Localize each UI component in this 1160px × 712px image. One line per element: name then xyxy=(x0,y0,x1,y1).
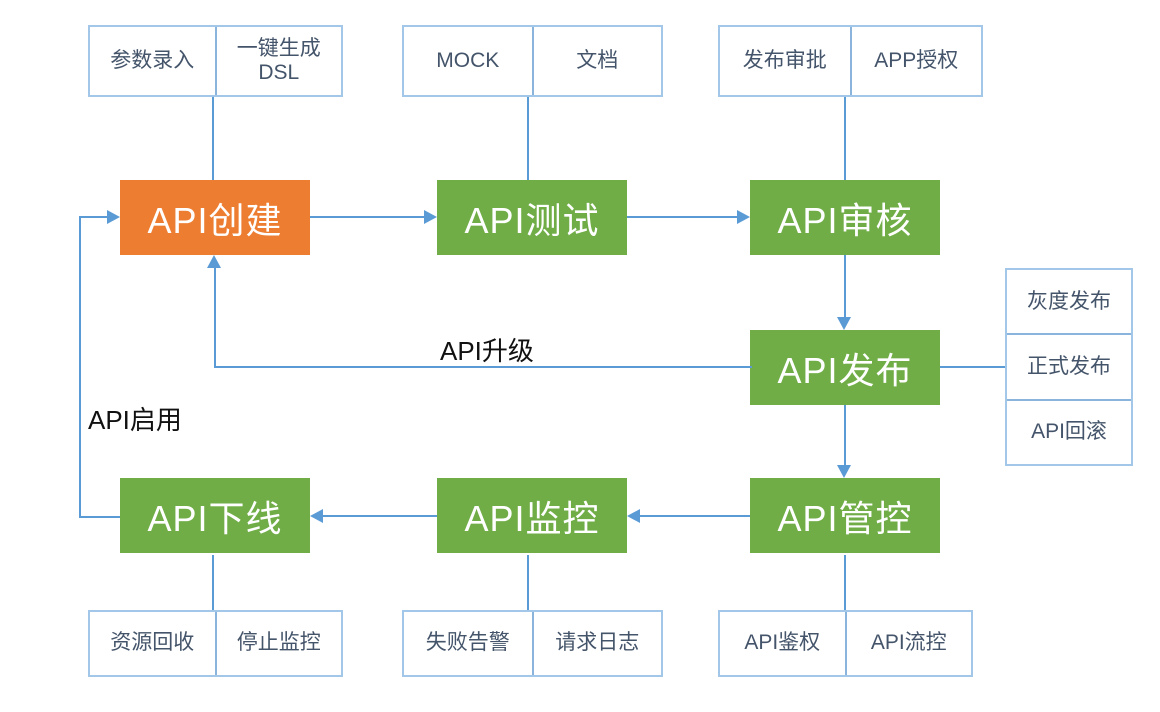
feature-box-review: 发布审批 APP授权 xyxy=(718,25,983,97)
node-api-offline: API下线 xyxy=(120,478,310,553)
arrowhead-into-control xyxy=(837,465,851,478)
connector-reviewbox-review xyxy=(844,97,846,180)
label-api-upgrade: API升级 xyxy=(440,336,534,366)
feature-cell-resource-recycle: 资源回收 xyxy=(90,612,215,675)
feature-cell-request-log: 请求日志 xyxy=(531,612,662,675)
connector-create-test xyxy=(310,216,424,218)
connector-test-review xyxy=(627,216,737,218)
connector-monitor-monitorbox xyxy=(527,555,529,610)
feature-cell-fail-alert: 失败告警 xyxy=(404,612,532,675)
feature-cell-api-rollback: API回滚 xyxy=(1007,398,1131,464)
feature-label: 资源回收 xyxy=(110,631,195,655)
feature-cell-stop-monitor: 停止监控 xyxy=(214,612,342,675)
feature-label: 正式发布 xyxy=(1027,354,1111,378)
feature-label: MOCK xyxy=(436,48,500,72)
feature-cell-one-click-dsl: 一键生成 DSL xyxy=(214,27,342,95)
feature-label: APP授权 xyxy=(874,48,959,72)
arrowhead-enable-into-create xyxy=(107,210,120,224)
node-api-review: API审核 xyxy=(750,180,940,255)
arrowhead-into-publish xyxy=(837,317,851,330)
feature-cell-formal-release: 正式发布 xyxy=(1007,333,1131,398)
feature-cell-gray-release: 灰度发布 xyxy=(1007,270,1131,333)
connector-control-controlbox xyxy=(844,555,846,610)
feature-label: API流控 xyxy=(870,631,947,655)
connector-testbox-test xyxy=(527,97,529,180)
feature-label: 失败告警 xyxy=(425,631,510,655)
arrowhead-into-review xyxy=(737,210,750,224)
feature-box-offline: 资源回收 停止监控 xyxy=(88,610,343,677)
feature-cell-app-auth: APP授权 xyxy=(849,27,982,95)
arrowhead-into-test xyxy=(424,210,437,224)
feature-cell-api-flow-control: API流控 xyxy=(844,612,972,675)
feature-label: 一键生成 xyxy=(236,36,321,60)
feature-box-test: MOCK 文档 xyxy=(402,25,663,97)
connector-review-publish xyxy=(844,255,846,317)
connector-publish-modes xyxy=(940,366,1005,368)
connector-enable-top xyxy=(79,216,107,218)
node-api-monitor: API监控 xyxy=(437,478,627,553)
feature-label: 灰度发布 xyxy=(1027,289,1111,313)
connector-enable-vertical xyxy=(79,216,81,518)
feature-label: API鉴权 xyxy=(744,631,821,655)
feature-cell-param-entry: 参数录入 xyxy=(90,27,215,95)
feature-cell-publish-approval: 发布审批 xyxy=(720,27,850,95)
feature-cell-doc: 文档 xyxy=(531,27,662,95)
feature-label: 参数录入 xyxy=(110,48,195,72)
connector-offline-offlinebox xyxy=(212,555,214,610)
feature-box-monitor: 失败告警 请求日志 xyxy=(402,610,663,677)
arrowhead-into-monitor xyxy=(627,509,640,523)
connector-upgrade-vertical xyxy=(214,268,216,368)
feature-box-publish-modes: 灰度发布 正式发布 API回滚 xyxy=(1005,268,1133,466)
feature-cell-mock: MOCK xyxy=(404,27,532,95)
connector-control-monitor xyxy=(640,515,750,517)
feature-label: 发布审批 xyxy=(742,48,827,72)
feature-box-create: 参数录入 一键生成 DSL xyxy=(88,25,343,97)
feature-label: 请求日志 xyxy=(555,631,640,655)
arrowhead-into-offline xyxy=(310,509,323,523)
connector-upgrade-horizontal xyxy=(214,366,752,368)
feature-box-control: API鉴权 API流控 xyxy=(718,610,973,677)
connector-createbox-create xyxy=(212,97,214,180)
connector-publish-control xyxy=(844,405,846,465)
arrowhead-upgrade-into-create xyxy=(207,255,221,268)
feature-label: 文档 xyxy=(576,48,619,72)
node-api-create: API创建 xyxy=(120,180,310,255)
node-api-control: API管控 xyxy=(750,478,940,553)
label-api-enable: API启用 xyxy=(88,405,182,435)
feature-label: 停止监控 xyxy=(236,631,321,655)
connector-monitor-offline xyxy=(323,515,437,517)
feature-cell-api-auth: API鉴权 xyxy=(720,612,845,675)
feature-label: DSL xyxy=(258,61,300,84)
feature-label: API回滚 xyxy=(1031,420,1107,444)
connector-enable-bottom xyxy=(79,516,120,518)
node-api-test: API测试 xyxy=(437,180,627,255)
node-api-publish: API发布 xyxy=(750,330,940,405)
